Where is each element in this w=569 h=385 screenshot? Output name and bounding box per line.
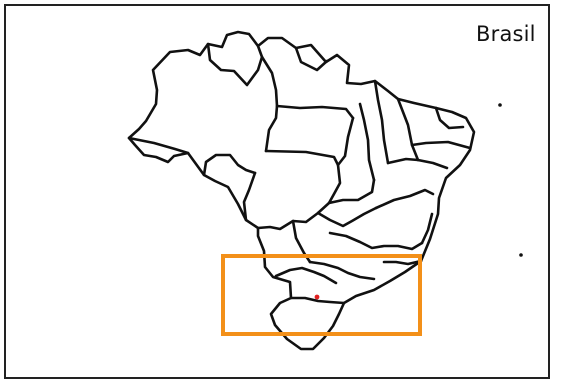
bahia-north — [386, 157, 449, 170]
parana-border — [274, 266, 338, 285]
pernambuco-border — [410, 140, 472, 150]
ceara-rn-pb — [434, 106, 465, 130]
sc-border — [289, 296, 346, 305]
south-region-highlight — [221, 254, 422, 336]
espirito-santo — [420, 212, 434, 245]
amapa-border — [294, 46, 329, 72]
tocantins-border — [336, 116, 355, 167]
island-marker — [498, 103, 502, 107]
minas-border — [374, 188, 435, 210]
amazonas-para-border — [260, 55, 279, 153]
para-internal — [275, 104, 355, 120]
goias-border — [327, 178, 376, 205]
minas-south — [328, 231, 424, 251]
mato-grosso-west — [242, 171, 257, 222]
sao-paulo-border — [308, 260, 376, 281]
island-marker — [519, 253, 523, 257]
location-marker — [314, 294, 320, 300]
piaui-ceara — [396, 97, 420, 162]
map-frame — [4, 4, 550, 379]
rio-border — [382, 259, 423, 266]
map-title: Brasil — [476, 22, 536, 46]
amazonas-roraima-border — [206, 42, 264, 87]
goias-south — [316, 206, 378, 228]
rondonia-border — [202, 153, 257, 177]
acre-border — [127, 136, 190, 155]
tocantins-east — [358, 102, 376, 182]
maranhao-piaui — [373, 79, 390, 165]
